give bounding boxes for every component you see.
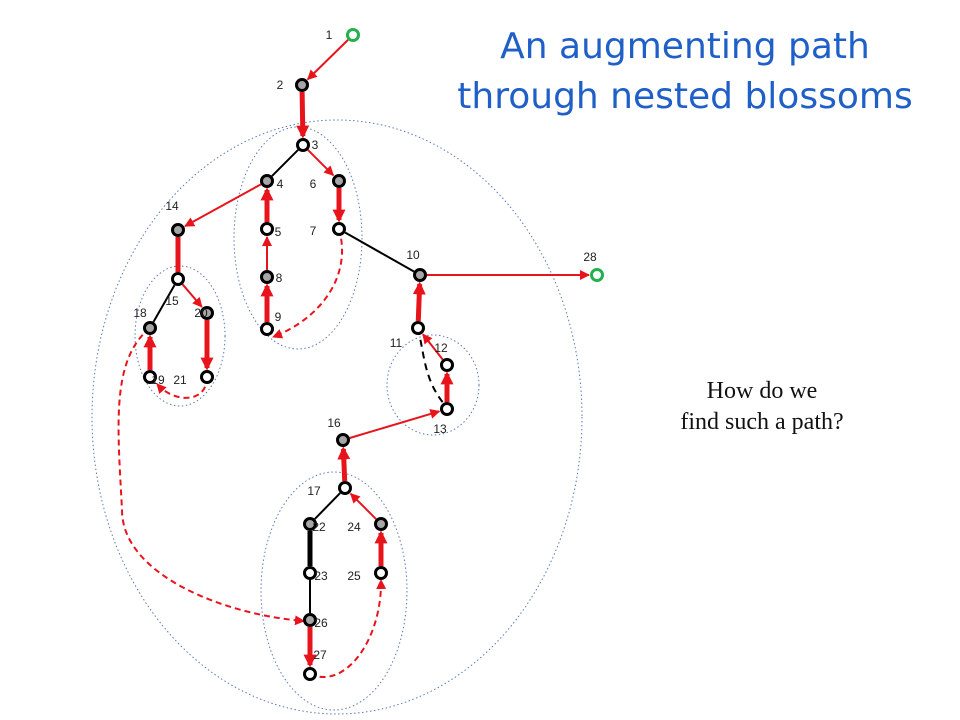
- vertex-label-6: 6: [310, 177, 317, 191]
- vertex-12: [440, 358, 454, 372]
- vertex-label-25: 25: [347, 569, 361, 583]
- edge-24-17: [349, 492, 377, 520]
- vertex-label-20: 20: [194, 306, 208, 320]
- blossom-outer: [91, 119, 583, 715]
- vertex-28: [590, 268, 604, 282]
- edge-11-10: [412, 281, 426, 322]
- vertex-7: [332, 222, 346, 236]
- vertex-label-1: 1: [326, 28, 333, 42]
- vertex-label-12: 12: [434, 341, 448, 355]
- edge-3-4: [271, 149, 299, 177]
- vertex-label-14: 14: [165, 199, 179, 213]
- edge-7-10: [344, 231, 415, 273]
- vertex-4: [260, 174, 274, 188]
- edge-12-11: [422, 333, 444, 361]
- question-line-2: find such a path?: [680, 409, 844, 435]
- vertex-19: [143, 370, 157, 384]
- question-text: How do we find such a path?: [612, 376, 912, 438]
- edge-15-18: [152, 284, 176, 323]
- edge-21-19: [156, 376, 208, 399]
- vertex-3: [296, 138, 310, 152]
- blossom-blossom-3-9: [233, 126, 363, 350]
- vertex-17: [338, 481, 352, 495]
- vertex-label-3: 3: [312, 138, 319, 152]
- edge-2-3: [296, 91, 310, 139]
- vertex-24: [374, 517, 388, 531]
- vertex-label-10: 10: [406, 248, 420, 262]
- edge-18-26: [117, 327, 305, 626]
- vertex-label-18: 18: [133, 306, 147, 320]
- question-line-1: How do we: [706, 378, 818, 404]
- vertex-13: [440, 402, 454, 416]
- title-line-2: through nested blossoms: [457, 76, 913, 117]
- vertex-11: [411, 321, 425, 335]
- vertex-label-7: 7: [310, 224, 317, 238]
- edge-17-16: [337, 446, 351, 482]
- blossom-blossom-15-21: [134, 265, 226, 407]
- vertex-14: [171, 223, 185, 237]
- vertex-label-22: 22: [312, 520, 326, 534]
- vertex-6: [332, 174, 346, 188]
- edge-1-2: [306, 39, 349, 81]
- vertex-27: [303, 667, 317, 681]
- vertex-label-15: 15: [165, 294, 179, 308]
- slide-title: An augmenting path through nested blosso…: [420, 22, 950, 122]
- vertex-15: [171, 272, 185, 286]
- vertex-25: [374, 566, 388, 580]
- vertex-label-27: 27: [313, 648, 327, 662]
- vertex-label-13: 13: [433, 422, 447, 436]
- vertex-5: [260, 222, 274, 236]
- vertex-23: [303, 566, 317, 580]
- edge-7-9: [272, 228, 344, 339]
- edge-15-20: [181, 283, 203, 308]
- vertex-label-9: 9: [275, 310, 282, 324]
- edge-4-14: [184, 183, 262, 228]
- edge-27-25: [309, 579, 387, 678]
- vertex-label-26: 26: [314, 616, 328, 630]
- blossom-blossom-11-13: [386, 334, 480, 436]
- edge-11-13: [417, 327, 445, 405]
- vertex-label-4: 4: [277, 177, 284, 191]
- vertex-label-24: 24: [347, 520, 361, 534]
- edge-13-16: [349, 409, 441, 439]
- vertex-label-8: 8: [276, 271, 283, 285]
- vertex-label-5: 5: [275, 225, 282, 239]
- vertex-8: [260, 270, 274, 284]
- vertex-label-23: 23: [314, 569, 328, 583]
- vertex-18: [143, 321, 157, 335]
- vertex-label-17: 17: [307, 484, 321, 498]
- edge-layer: [117, 39, 590, 678]
- vertex-1: [346, 28, 360, 42]
- vertex-label-19: 19: [151, 373, 165, 387]
- vertex-21: [200, 370, 214, 384]
- blossom-blossom-17-27: [260, 471, 408, 711]
- vertex-label-2: 2: [277, 78, 284, 92]
- vertex-9: [260, 322, 274, 336]
- vertex-22: [303, 517, 317, 531]
- vertex-20: [200, 306, 214, 320]
- vertex-label-11: 11: [390, 336, 403, 350]
- title-line-1: An augmenting path: [500, 26, 870, 67]
- vertex-26: [303, 613, 317, 627]
- blossom-layer: [91, 119, 583, 715]
- edge-3-6: [307, 149, 335, 177]
- vertex-label-28: 28: [583, 250, 597, 264]
- vertex-layer: [143, 28, 604, 681]
- vertex-label-16: 16: [327, 416, 341, 430]
- vertex-10: [413, 268, 427, 282]
- edge-17-22: [314, 492, 341, 520]
- vertex-label-21: 21: [173, 373, 187, 387]
- vertex-16: [336, 433, 350, 447]
- vertex-2: [295, 78, 309, 92]
